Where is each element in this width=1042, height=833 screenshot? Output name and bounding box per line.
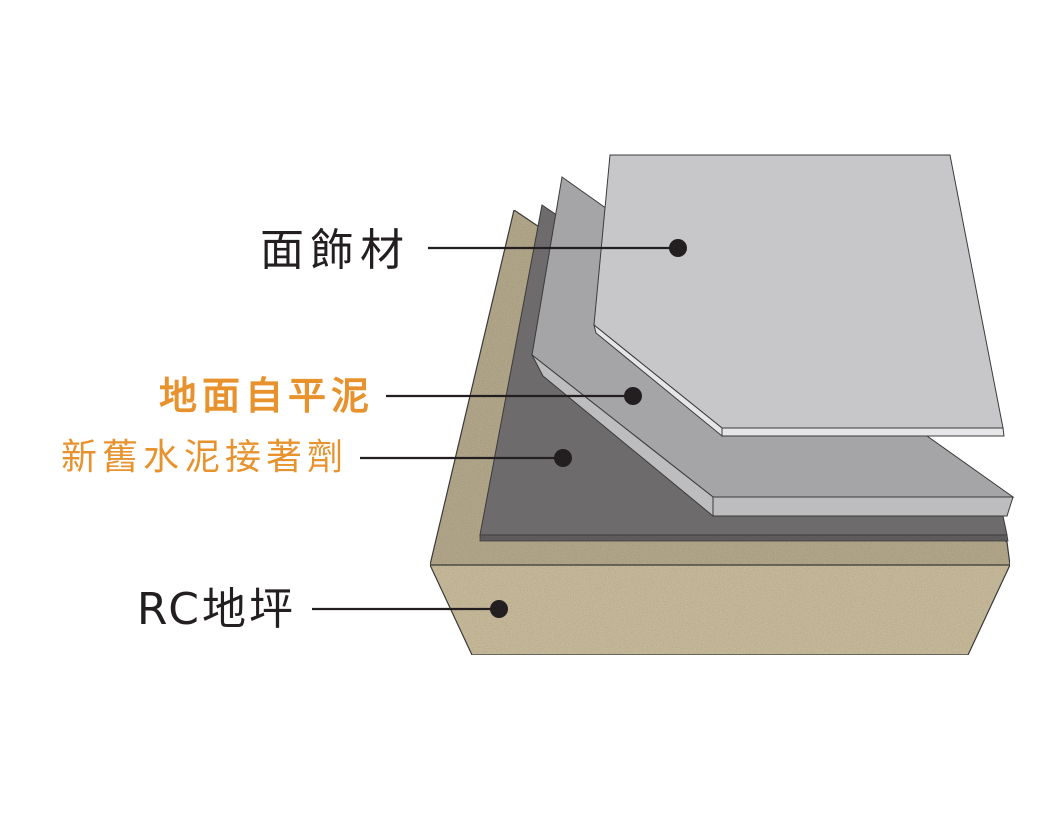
finish-tile-edge-front (721, 427, 1005, 437)
marker-dot-rc (490, 600, 508, 618)
marker-dot-bonding (554, 449, 572, 467)
marker-dot-finish (669, 239, 687, 257)
label-self-leveling-mortar: 地面自平泥 (158, 374, 374, 418)
label-rc-floor: RC地坪 (136, 584, 296, 635)
label-bonding-agent: 新舊水泥接著劑 (60, 437, 348, 478)
marker-dot-leveling (624, 387, 642, 405)
rc-slab-front (429, 564, 1011, 656)
label-finish-material: 面飾材 (260, 225, 410, 276)
finish-tile (593, 154, 1005, 438)
leveling-layer-edge-front (712, 496, 1014, 517)
adhesive-layer-side (479, 534, 1009, 542)
